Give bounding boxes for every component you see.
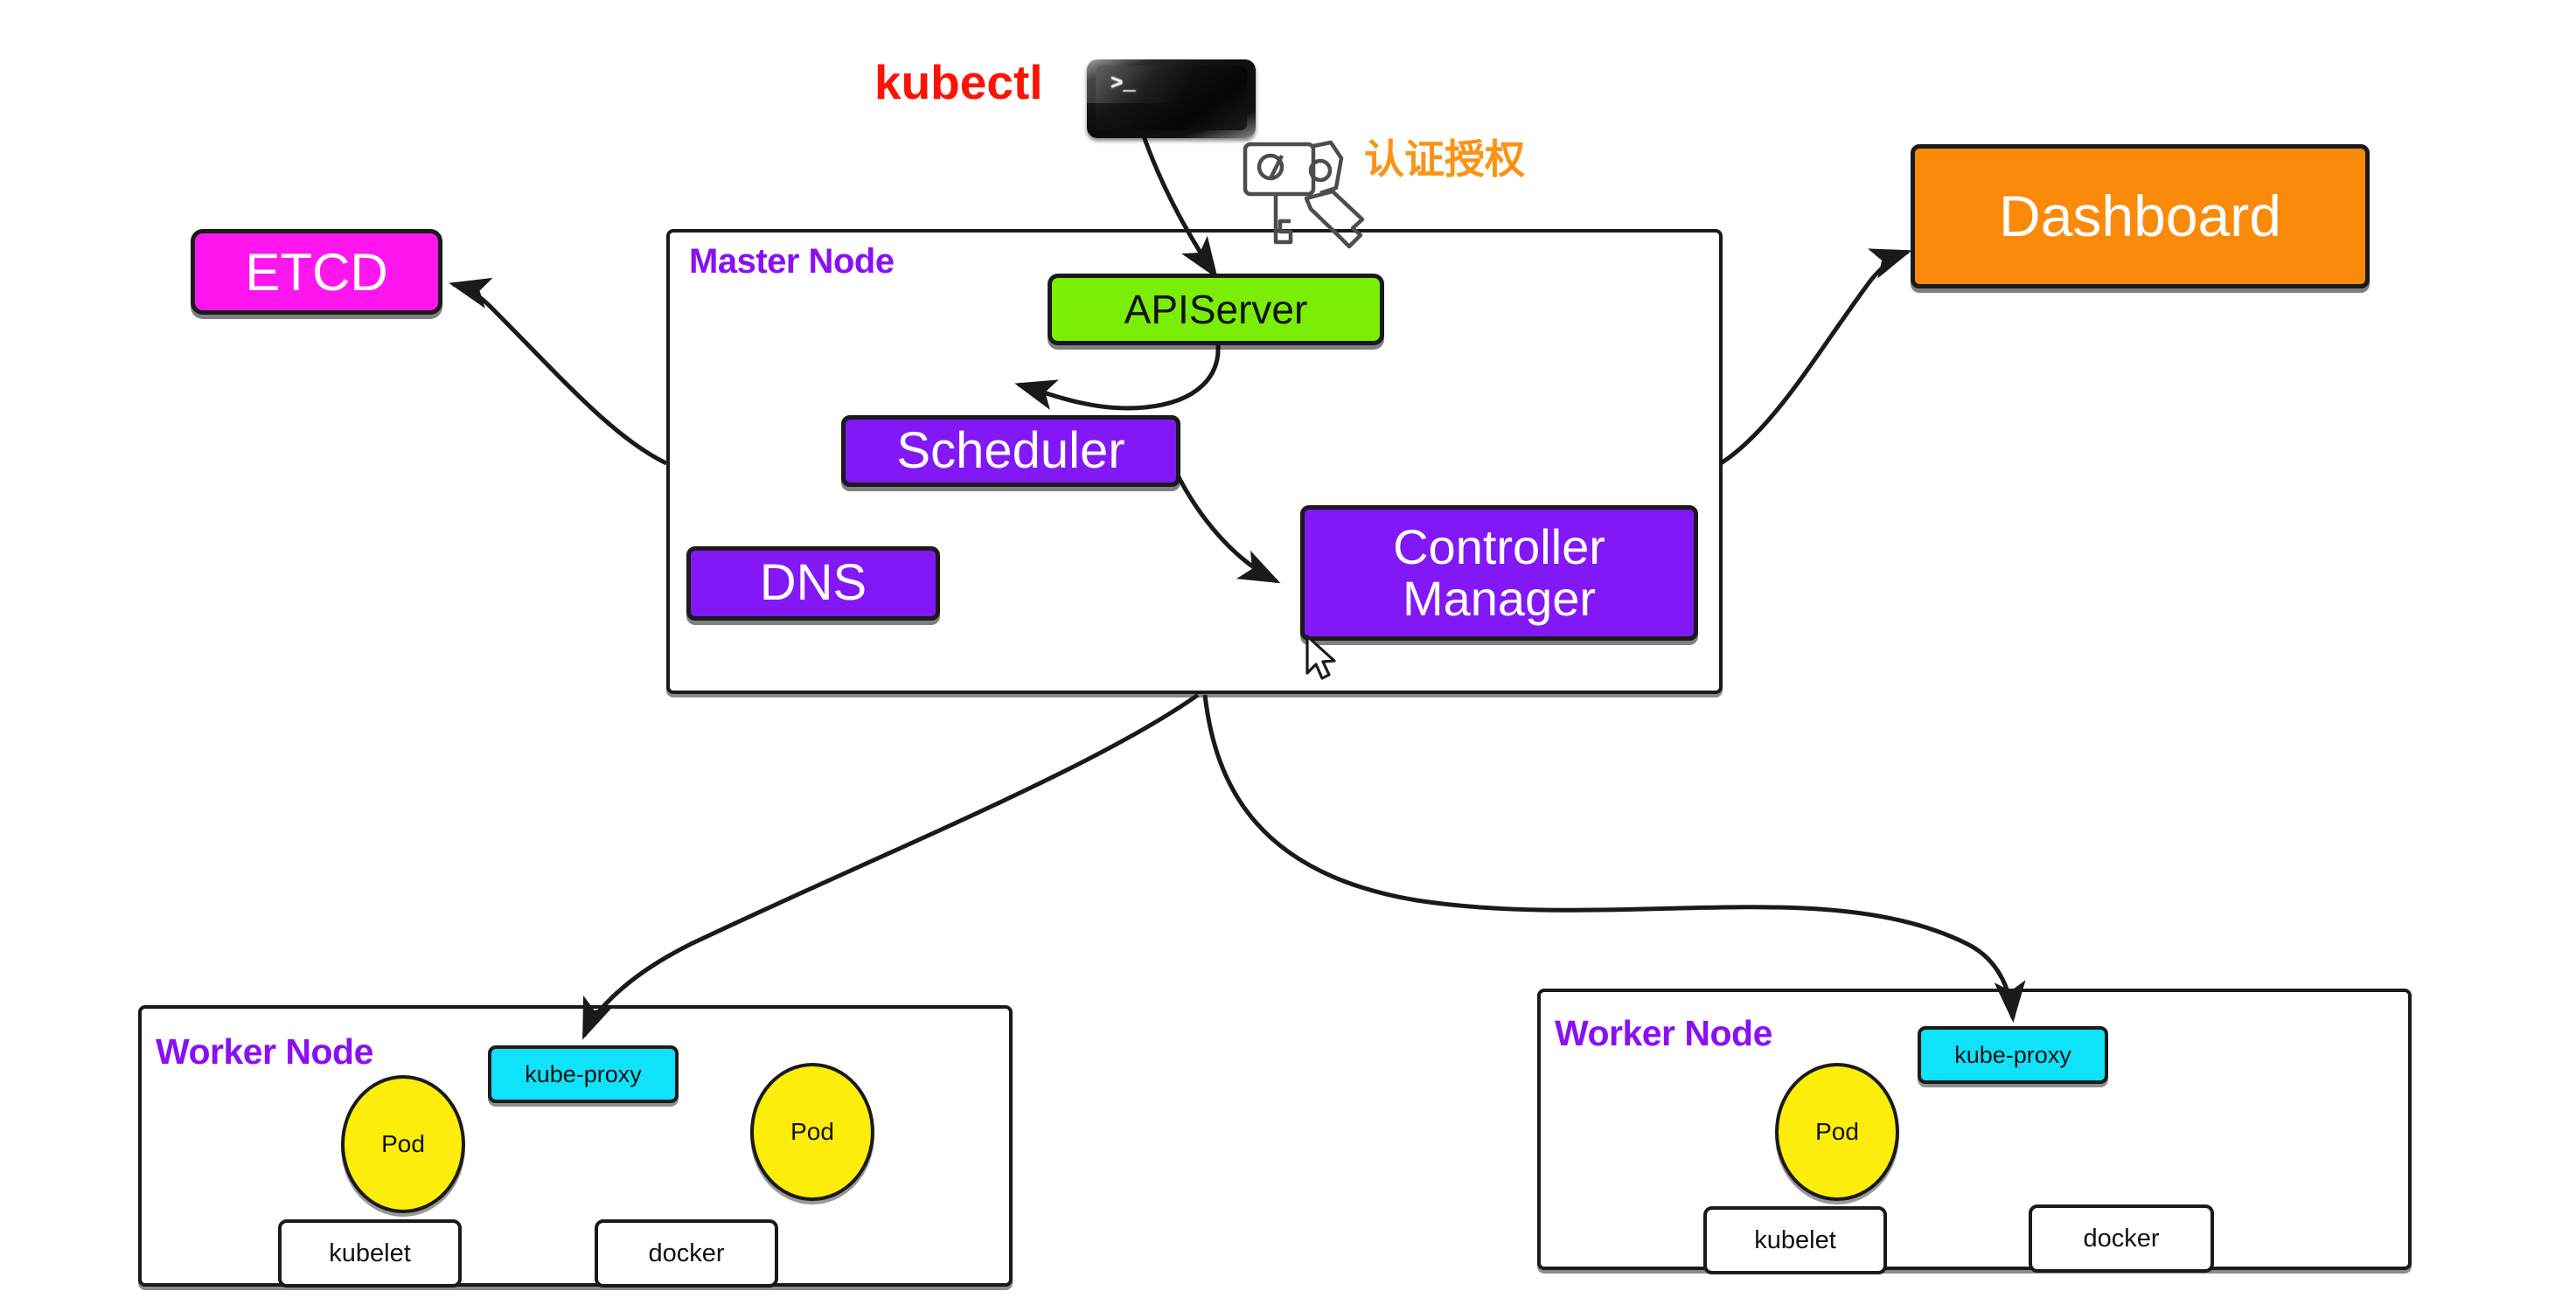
worker-left-kubelet-box[interactable]: kubelet: [278, 1219, 462, 1288]
dns-label: DNS: [759, 554, 867, 612]
auth-label: 认证授权: [1364, 136, 1525, 182]
edge-master-to-dashboard: [1719, 248, 1912, 466]
controller-manager-box[interactable]: Controller Manager: [1300, 505, 1698, 641]
dashboard-box[interactable]: Dashboard: [1911, 144, 2370, 288]
worker-left-pod-1-label: Pod: [381, 1130, 425, 1158]
etcd-label: ETCD: [245, 242, 388, 302]
terminal-screen: [1095, 66, 1248, 130]
key-icon: [1243, 140, 1365, 249]
worker-left-kube-proxy-box[interactable]: kube-proxy: [488, 1045, 679, 1103]
worker-right-kube-proxy-label: kube-proxy: [1954, 1041, 2071, 1068]
worker-right-kube-proxy-box[interactable]: kube-proxy: [1918, 1026, 2108, 1084]
worker-right-pod-1[interactable]: Pod: [1775, 1063, 1899, 1201]
mouse-cursor-icon: [1305, 635, 1336, 680]
scheduler-box[interactable]: Scheduler: [841, 415, 1180, 487]
apiserver-label: APIServer: [1124, 286, 1308, 332]
worker-right-pod-1-label: Pod: [1815, 1118, 1859, 1146]
worker-right-kubelet-label: kubelet: [1754, 1225, 1836, 1254]
worker-left-docker-label: docker: [648, 1239, 725, 1267]
dashboard-label: Dashboard: [1999, 183, 2281, 248]
edge-master-to-worker-left: [581, 692, 1200, 1040]
terminal-icon[interactable]: >_: [1087, 59, 1256, 138]
scheduler-label: Scheduler: [896, 421, 1125, 479]
worker-left-pod-2[interactable]: Pod: [750, 1063, 874, 1201]
worker-left-pod-2-label: Pod: [790, 1118, 834, 1146]
edge-master-to-worker-right: [1202, 694, 2026, 1023]
etcd-box[interactable]: ETCD: [191, 229, 442, 315]
worker-left-title: Worker Node: [156, 1031, 373, 1072]
worker-right-docker-box[interactable]: docker: [2029, 1204, 2214, 1273]
master-node-title: Master Node: [689, 242, 895, 281]
apiserver-box[interactable]: APIServer: [1048, 274, 1384, 345]
worker-right-docker-label: docker: [2083, 1224, 2160, 1253]
kubectl-label: kubectl: [874, 55, 1043, 109]
controller-manager-label-line2: Manager: [1402, 570, 1597, 626]
worker-right-kubelet-box[interactable]: kubelet: [1703, 1206, 1887, 1274]
terminal-prompt-glyph: >_: [1110, 73, 1136, 96]
edge-master-to-etcd: [449, 277, 668, 466]
terminal-gloss: [1087, 59, 1256, 103]
worker-left-kube-proxy-label: kube-proxy: [525, 1060, 642, 1087]
worker-left-pod-1[interactable]: Pod: [341, 1075, 465, 1213]
worker-left-docker-box[interactable]: docker: [595, 1219, 778, 1288]
worker-left-kubelet-label: kubelet: [329, 1239, 411, 1267]
dns-box[interactable]: DNS: [686, 546, 940, 621]
controller-manager-label-line1: Controller: [1393, 518, 1605, 574]
worker-right-title: Worker Node: [1555, 1013, 1772, 1053]
